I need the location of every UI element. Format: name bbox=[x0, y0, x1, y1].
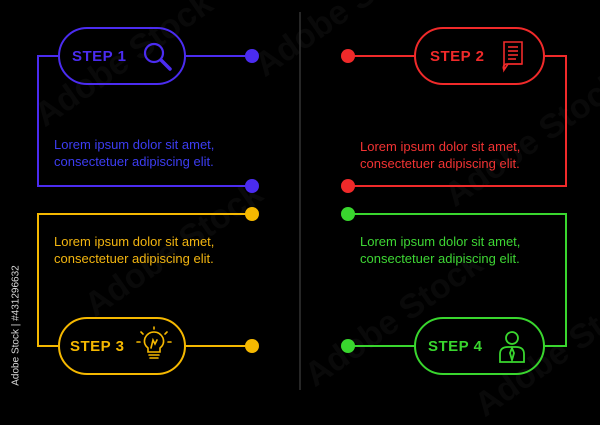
step2-bottom-dot bbox=[341, 179, 355, 193]
infographic-canvas: Adobe Stock Adobe Stock Adobe Stock Adob… bbox=[10, 12, 567, 390]
step3-desc-line1: Lorem ipsum dolor sit amet, bbox=[54, 234, 215, 249]
step3-top-dot bbox=[245, 207, 259, 221]
step1-top-dot bbox=[245, 49, 259, 63]
step1-bottom-dot bbox=[245, 179, 259, 193]
step3-connector bbox=[37, 213, 252, 347]
step2-desc-line1: Lorem ipsum dolor sit amet, bbox=[360, 139, 521, 154]
step3-label: STEP 3 bbox=[70, 337, 125, 355]
person-icon bbox=[496, 328, 528, 364]
step1-desc-line1: Lorem ipsum dolor sit amet, bbox=[54, 137, 215, 152]
step2-connector bbox=[348, 55, 567, 187]
step2-top-dot bbox=[341, 49, 355, 63]
step4-connector bbox=[348, 213, 567, 347]
step4-desc-line1: Lorem ipsum dolor sit amet, bbox=[360, 234, 521, 249]
step4-label: STEP 4 bbox=[428, 337, 483, 355]
step4-desc-line2: consectetuer adipiscing elit. bbox=[360, 251, 520, 266]
step2-desc-line2: consectetuer adipiscing elit. bbox=[360, 156, 520, 171]
step4-top-dot bbox=[341, 207, 355, 221]
step2-description: Lorem ipsum dolor sit amet, consectetuer… bbox=[360, 138, 520, 172]
step3-description: Lorem ipsum dolor sit amet, consectetuer… bbox=[54, 233, 214, 267]
step1-pill: STEP 1 bbox=[58, 27, 186, 85]
document-icon bbox=[498, 38, 528, 74]
step1-connector bbox=[37, 55, 252, 187]
step1-desc-line2: consectetuer adipiscing elit. bbox=[54, 154, 214, 169]
step1-description: Lorem ipsum dolor sit amet, consectetuer… bbox=[54, 136, 214, 170]
step3-pill: STEP 3 bbox=[58, 317, 186, 375]
step4-bottom-dot bbox=[341, 339, 355, 353]
step3-desc-line2: consectetuer adipiscing elit. bbox=[54, 251, 214, 266]
step4-description: Lorem ipsum dolor sit amet, consectetuer… bbox=[360, 233, 520, 267]
connector-lines bbox=[37, 12, 567, 390]
step4-pill: STEP 4 bbox=[414, 317, 545, 375]
step1-label: STEP 1 bbox=[72, 47, 127, 65]
step2-label: STEP 2 bbox=[430, 47, 485, 65]
lightbulb-icon bbox=[134, 326, 174, 366]
stock-id-label: Adobe Stock | #431296632 bbox=[10, 265, 22, 386]
step3-bottom-dot bbox=[245, 339, 259, 353]
magnifier-icon bbox=[140, 39, 174, 73]
step2-pill: STEP 2 bbox=[414, 27, 545, 85]
